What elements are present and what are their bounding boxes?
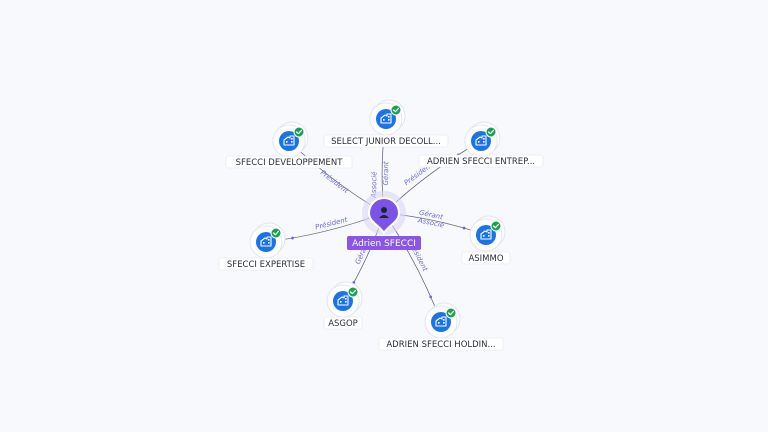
building-icon <box>260 236 272 247</box>
company-node-dev[interactable]: SFECCI DEVELOPPEMENT <box>225 121 353 169</box>
company-node-asimmo[interactable]: ASIMMO <box>461 215 511 265</box>
company-label: ADRIEN SFECCI HOLDIN... <box>386 340 495 350</box>
role-label: Gérant <box>382 161 391 185</box>
building-icon <box>283 135 295 146</box>
building-icon <box>480 229 492 240</box>
verified-check-icon <box>347 286 359 298</box>
role-label: Associé <box>370 171 379 199</box>
edge-arrow <box>291 236 294 240</box>
verified-check-icon <box>445 307 457 319</box>
node-label-box <box>323 316 363 330</box>
node-label-box <box>418 154 544 168</box>
building-icon <box>435 316 447 327</box>
role-label: Président <box>319 169 350 195</box>
building-icon <box>337 295 349 306</box>
edge-arrow <box>429 295 433 299</box>
company-node-select[interactable]: SELECT JUNIOR DECOLL... <box>323 99 449 148</box>
person-name: Adrien SFECCI <box>352 239 416 249</box>
company-node-holding[interactable]: ADRIEN SFECCI HOLDIN... <box>378 302 504 351</box>
person-label-box <box>347 236 421 250</box>
verified-check-icon <box>293 126 305 138</box>
company-label: SFECCI EXPERTISE <box>227 260 305 270</box>
company-label: ASGOP <box>328 319 358 329</box>
nodes-layer: SELECT JUNIOR DECOLL... SFECCI DEVELOPPEM… <box>218 99 544 351</box>
company-label: SELECT JUNIOR DECOLL... <box>331 137 441 147</box>
node-label-box <box>378 337 504 351</box>
verified-check-icon <box>270 227 282 239</box>
person-node[interactable]: Adrien SFECCI <box>347 191 421 250</box>
company-node-entrep[interactable]: ADRIEN SFECCI ENTREP... <box>418 121 544 168</box>
edge-arrow <box>462 226 466 230</box>
node-label-box <box>323 134 449 148</box>
role-label: Président <box>314 216 348 232</box>
verified-check-icon <box>490 220 502 232</box>
building-icon <box>380 113 392 124</box>
company-node-expertise[interactable]: SFECCI EXPERTISE <box>218 222 314 271</box>
node-label-box <box>225 155 353 169</box>
node-label-box <box>218 257 314 271</box>
verified-check-icon <box>390 104 402 116</box>
company-label: ADRIEN SFECCI ENTREP... <box>427 157 535 167</box>
company-node-asgop[interactable]: ASGOP <box>323 281 363 330</box>
company-label: SFECCI DEVELOPPEMENT <box>236 158 344 168</box>
verified-check-icon <box>485 126 497 138</box>
user-icon <box>379 207 389 218</box>
company-label: ASIMMO <box>468 254 503 264</box>
node-label-box <box>461 251 511 265</box>
building-icon <box>475 135 487 146</box>
